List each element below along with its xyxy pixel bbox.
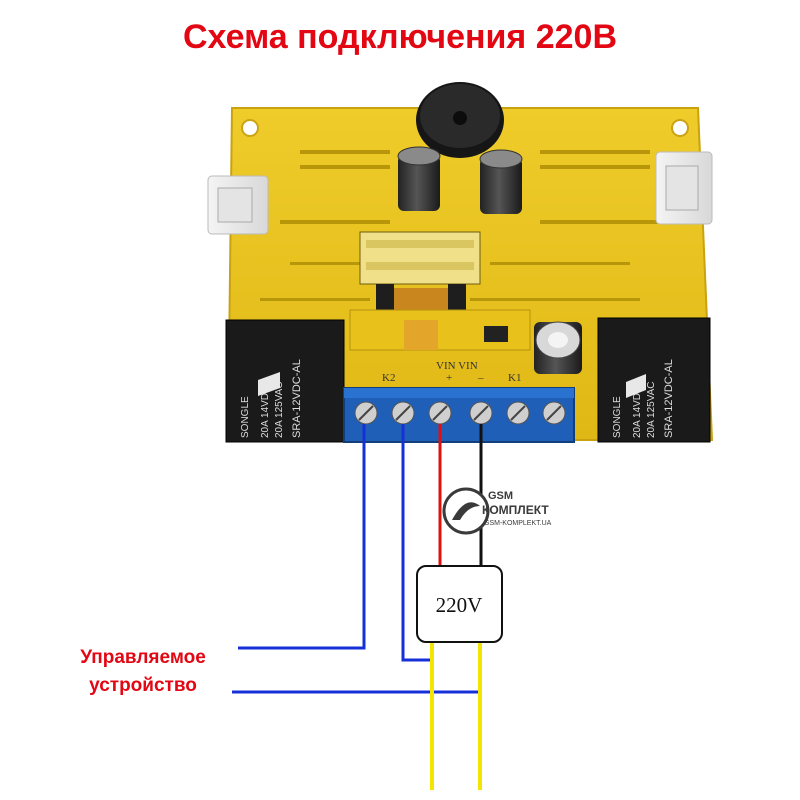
terminal-label-k1: K1 [508,372,521,384]
terminal-label-vin: VIN VIN [436,360,478,372]
terminal-screw [428,401,452,425]
wire-blue-k2-no [401,424,432,662]
terminal-screw [391,401,415,425]
mounting-hole [241,119,259,137]
mounting-hole [671,119,689,137]
terminal-block [343,387,575,443]
transformer [349,231,531,351]
terminal-screw [542,401,566,425]
watermark-line3: GSM-KOMPLEKT.UA [484,520,552,527]
watermark-logo: GSM КОМПЛЕКТ GSM-KOMPLEKT.UA [442,487,552,535]
terminal-label-k2: K2 [382,372,395,384]
terminal-screw [469,401,493,425]
relay-left-rating1: 20A 14VDC [260,386,271,438]
relay-left-logo [258,372,280,396]
terminal-label-minus: – [477,372,484,384]
relay-right-brand: SONGLE [612,396,623,438]
relay-left-rating2: 20A 125VAC [274,381,285,438]
connector-left [207,175,269,235]
terminal-screw [354,401,378,425]
controlled-device-label-line1: Управляемое [80,647,206,668]
relay-right-logo [626,374,646,398]
power-supply-box: 220V [416,565,503,643]
relay-right-model: SRA-12VDC-AL [663,359,675,438]
power-supply-label: 220V [436,593,483,617]
diagram-title: Схема подключения 220В [183,18,617,56]
capacitor-left [397,146,441,211]
capacitor-lower [534,321,582,374]
capacitor-right [479,149,523,214]
watermark-line2: КОМПЛЕКТ [482,503,549,517]
relay-right-rating2: 20A 125VAC [646,381,657,438]
buzzer [416,82,504,158]
relay-left-brand: SONGLE [240,396,251,438]
solder-pads [260,150,660,301]
controlled-device-label: Управляемое устройство [58,644,228,700]
relay-left-model: SRA-12VDC-AL [291,359,303,438]
terminal-label-plus: + [446,372,452,384]
connector-right [655,151,713,225]
relay-right-rating1: 20A 14VDC [632,386,643,438]
relay-left: SONGLE 20A 14VDC 20A 125VAC SRA-12VDC-AL [225,319,345,443]
relay-right: SONGLE 20A 14VDC 20A 125VAC SRA-12VDC-AL [597,317,711,443]
wire-blue-k2-common [238,424,366,650]
controlled-device-label-line2: устройство [89,675,197,696]
terminal-screw [506,401,530,425]
watermark-line1: GSM [488,490,513,502]
